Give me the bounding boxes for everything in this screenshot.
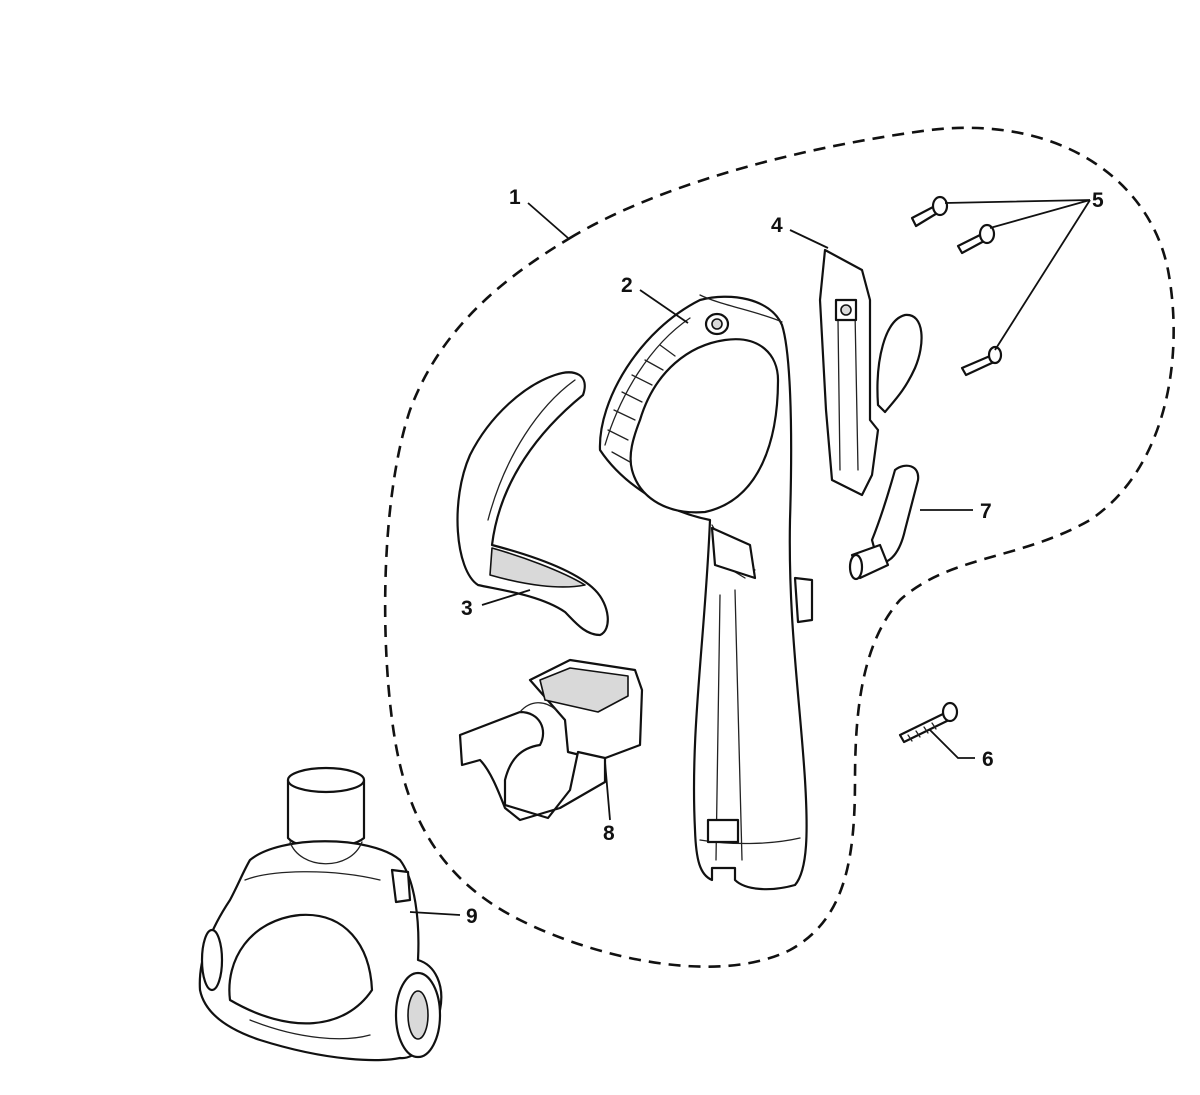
callout-7: 7: [980, 500, 992, 523]
screw-icon: [956, 223, 996, 255]
callout-2: 2: [621, 274, 633, 297]
leader-lines: [409, 199, 1091, 916]
callout-3: 3: [461, 597, 473, 620]
callout-8: 8: [603, 822, 615, 845]
callout-6: 6: [982, 748, 994, 771]
part-3-handle-grip: [456, 371, 609, 637]
callout-4: 4: [771, 214, 783, 237]
part-7-latch: [848, 464, 920, 581]
screw-icon: [910, 195, 949, 228]
assembly-boundary: [383, 126, 1175, 968]
part-8-clip-holder: [458, 658, 644, 822]
callout-1: 1: [509, 186, 521, 209]
part-5-screws: [910, 195, 1003, 377]
callout-9: 9: [466, 905, 478, 928]
part-9-turbo-brush: [198, 766, 443, 1062]
part-2-handle-body: [598, 294, 814, 891]
part-6-screw: [898, 701, 959, 744]
callout-5: 5: [1092, 189, 1104, 212]
part-4-bracket: [818, 248, 923, 497]
screw-icon: [960, 345, 1003, 377]
